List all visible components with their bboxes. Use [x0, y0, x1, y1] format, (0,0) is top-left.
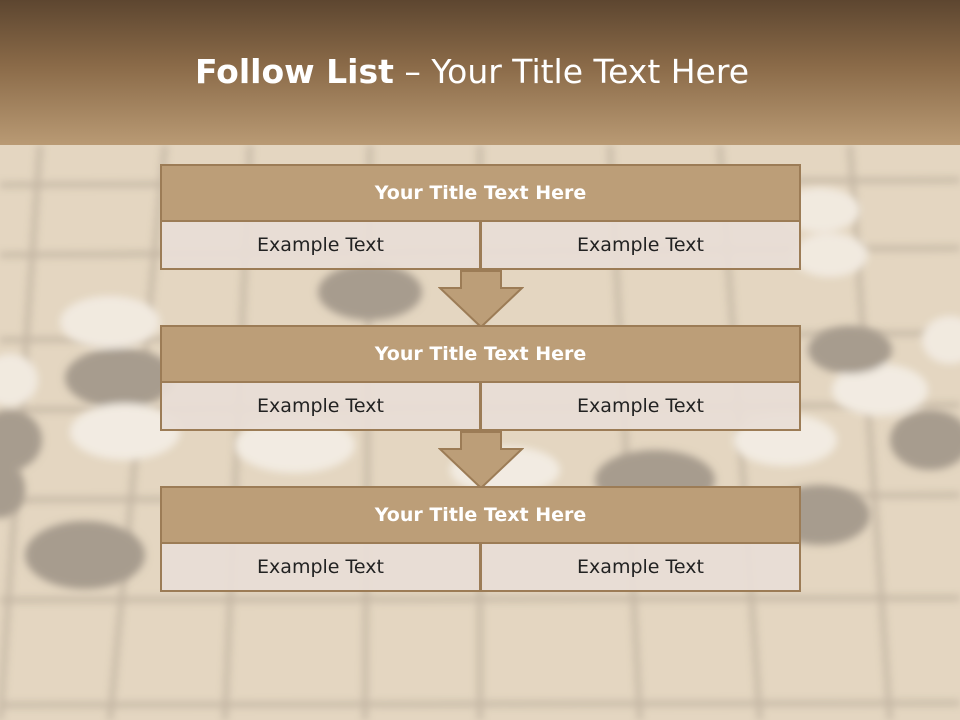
slide-title: Follow List – Your Title Text Here [0, 52, 944, 91]
down-arrow-icon [438, 431, 524, 489]
flow-step-title: Your Title Text Here [160, 325, 801, 383]
flow-step-1: Your Title Text Here Example Text Exampl… [160, 164, 801, 270]
title-bar: Follow List – Your Title Text Here [0, 0, 960, 145]
flow-step-title: Your Title Text Here [160, 486, 801, 544]
flow-step-2: Your Title Text Here Example Text Exampl… [160, 325, 801, 431]
flow-step-cell-right: Example Text [480, 542, 801, 592]
down-arrow-icon [438, 270, 524, 328]
slide-title-bold: Follow List [194, 52, 394, 91]
flow-step-3: Your Title Text Here Example Text Exampl… [160, 486, 801, 592]
flow-step-cell-left: Example Text [160, 542, 481, 592]
flow-step-cell-left: Example Text [160, 381, 481, 431]
slide-title-rest: – Your Title Text Here [404, 52, 750, 91]
flow-step-title: Your Title Text Here [160, 164, 801, 222]
flow-step-cell-right: Example Text [480, 381, 801, 431]
flow-step-cell-right: Example Text [480, 220, 801, 270]
flow-step-cell-left: Example Text [160, 220, 481, 270]
